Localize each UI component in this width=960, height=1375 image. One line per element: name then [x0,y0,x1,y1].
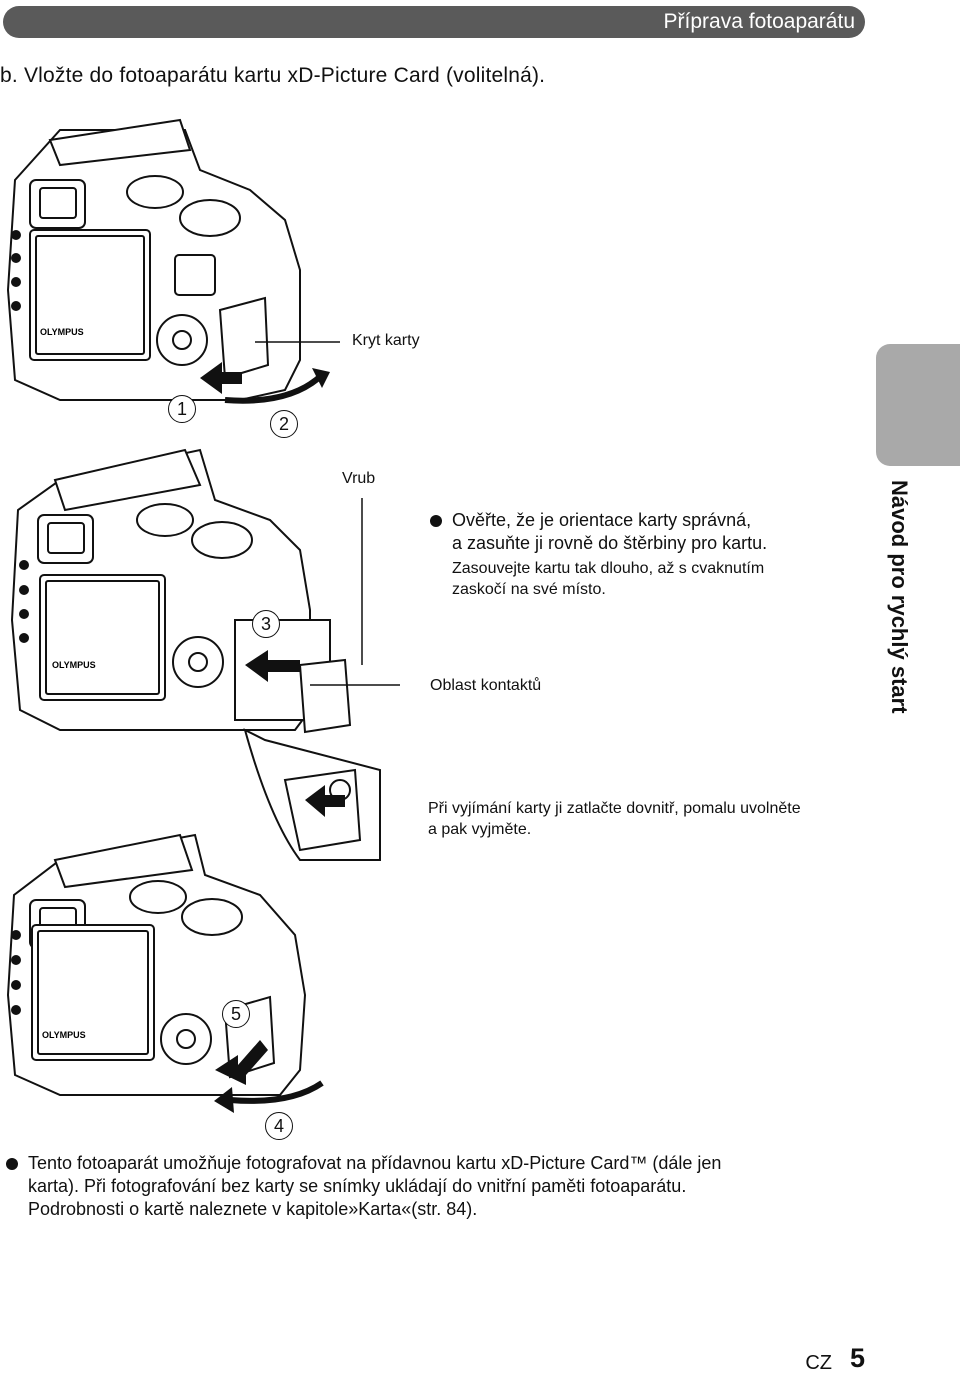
card-info-line3: Podrobnosti o kartě naleznete v kapitole… [28,1199,478,1219]
camera-figure-2: OLYMPUS [10,448,400,861]
language-code: CZ [805,1352,832,1374]
page-number: 5 [849,1343,865,1373]
step-2-marker: 2 [270,410,298,438]
removal-note-line2: a pak vyjměte. [428,821,532,838]
card-info-line1: Tento fotoaparát umožňuje fotografovat n… [28,1153,722,1173]
step-4-marker: 4 [265,1112,293,1140]
side-tab-label: Návod pro rychlý start [886,480,912,750]
camera-figure-1: OLYMPUS [6,118,340,404]
section-side-tab [876,344,960,466]
section-title: Příprava fotoaparátu [663,10,855,33]
step-5-marker: 5 [222,1000,250,1028]
brand-logo-2: OLYMPUS [52,660,96,670]
side-tab-text: Návod pro rychlý start [887,480,912,714]
step-3-marker: 3 [252,610,280,638]
label-contact-area: Oblast kontaktů [430,677,542,694]
camera-figure-3: OLYMPUS [6,833,324,1113]
brand-logo: OLYMPUS [40,327,84,337]
brand-logo-3: OLYMPUS [42,1030,86,1040]
removal-note: Při vyjímání karty ji zatlačte dovnitř, … [428,798,801,840]
section-header-bar: Příprava fotoaparátu [3,6,865,38]
label-card-cover: Kryt karty [352,332,420,349]
card-info-paragraph: Tento fotoaparát umožňuje fotografovat n… [6,1152,848,1221]
label-notch: Vrub [342,470,376,487]
bullet-orientation: Ověřte, že je orientace karty správná, a… [429,509,768,555]
bullet-orientation-line2: a zasuňte ji rovně do štěrbiny pro kartu… [452,533,768,553]
step-heading: b. Vložte do fotoaparátu kartu xD-Pictur… [0,64,546,87]
card-info-line2: karta). Při fotografování bez karty se s… [28,1176,687,1196]
insert-note-line1: Zasouvejte kartu tak dlouho, až s cvaknu… [452,560,765,577]
insert-note-line2: zaskočí na své místo. [452,581,606,598]
removal-note-line1: Při vyjímání karty ji zatlačte dovnitř, … [428,800,801,817]
step-1-marker: 1 [168,395,196,423]
bullet-orientation-line1: Ověřte, že je orientace karty správná, [452,510,752,530]
insert-note: Zasouvejte kartu tak dlouho, až s cvaknu… [452,558,764,600]
